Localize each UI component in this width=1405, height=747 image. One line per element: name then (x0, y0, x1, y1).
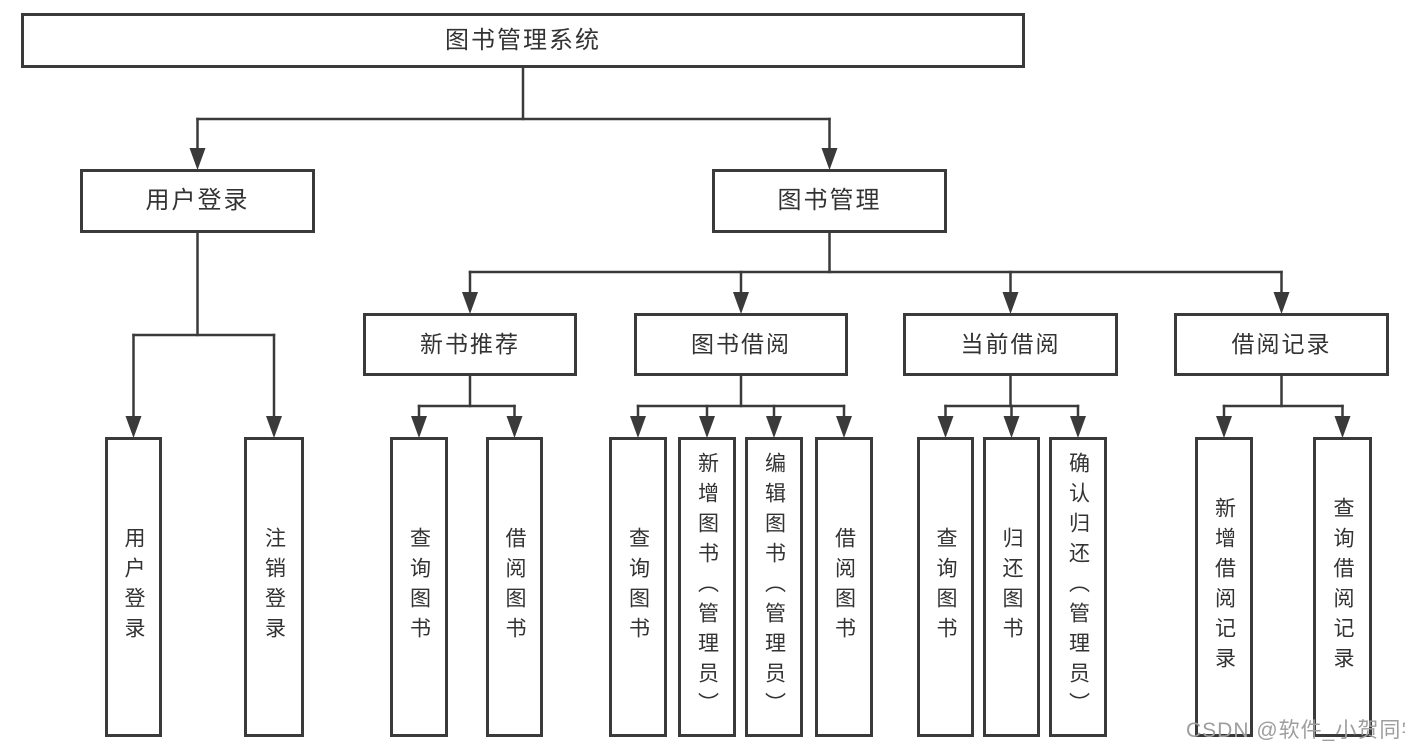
node-label-borrow-record: 借阅记录 (1231, 331, 1332, 357)
node-label-leaf-query-record: 查询借阅记录 (1331, 497, 1354, 677)
watermark: CSDN @软件_小贺同学 (1186, 719, 1405, 742)
node-leaf-return-book: 归还图书 (983, 437, 1040, 737)
node-label-leaf-query-book-c: 查询图书 (934, 527, 957, 647)
node-leaf-query-record: 查询借阅记录 (1313, 437, 1372, 737)
node-user-login-grp: 用户登录 (80, 169, 315, 233)
node-leaf-user-login: 用户登录 (105, 437, 162, 737)
node-label-current-borrow: 当前借阅 (960, 331, 1061, 357)
node-label-leaf-logout: 注销登录 (262, 527, 286, 647)
node-book-mgmt-grp: 图书管理 (712, 169, 947, 233)
node-label-leaf-borrow-book-b: 借阅图书 (832, 527, 856, 647)
node-leaf-logout: 注销登录 (244, 437, 304, 737)
node-label-leaf-confirm-return: 确认归还（管理员） (1066, 452, 1090, 722)
node-leaf-edit-book: 编辑图书（管理员） (745, 437, 803, 737)
node-leaf-query-book-b: 查询图书 (609, 437, 667, 737)
node-leaf-borrow-book-a: 借阅图书 (486, 437, 543, 737)
node-label-leaf-add-book: 新增图书（管理员） (695, 452, 719, 722)
node-label-user-login-grp: 用户登录 (145, 187, 250, 214)
node-label-leaf-user-login: 用户登录 (122, 527, 145, 647)
node-leaf-query-book-c: 查询图书 (917, 437, 974, 737)
node-label-leaf-edit-book: 编辑图书（管理员） (762, 452, 786, 722)
node-leaf-add-record: 新增借阅记录 (1195, 437, 1253, 737)
node-leaf-confirm-return: 确认归还（管理员） (1049, 437, 1107, 737)
node-leaf-borrow-book-b: 借阅图书 (815, 437, 873, 737)
node-leaf-query-book-a: 查询图书 (390, 437, 448, 737)
node-label-book-borrow: 图书借阅 (691, 331, 791, 357)
node-new-book-rec: 新书推荐 (363, 313, 577, 376)
node-label-book-mgmt-grp: 图书管理 (777, 187, 882, 214)
node-label-leaf-borrow-book-a: 借阅图书 (503, 527, 526, 647)
node-leaf-add-book: 新增图书（管理员） (678, 437, 736, 737)
node-label-leaf-query-book-a: 查询图书 (407, 527, 431, 647)
node-root: 图书管理系统 (21, 13, 1025, 68)
node-label-root: 图书管理系统 (445, 26, 601, 54)
node-borrow-record: 借阅记录 (1174, 313, 1389, 376)
node-book-borrow: 图书借阅 (634, 313, 848, 376)
node-current-borrow: 当前借阅 (903, 313, 1118, 376)
node-label-leaf-add-record: 新增借阅记录 (1212, 497, 1236, 677)
node-label-new-book-rec: 新书推荐 (420, 331, 520, 357)
node-label-leaf-return-book: 归还图书 (1000, 527, 1023, 647)
node-label-leaf-query-book-b: 查询图书 (626, 527, 650, 647)
